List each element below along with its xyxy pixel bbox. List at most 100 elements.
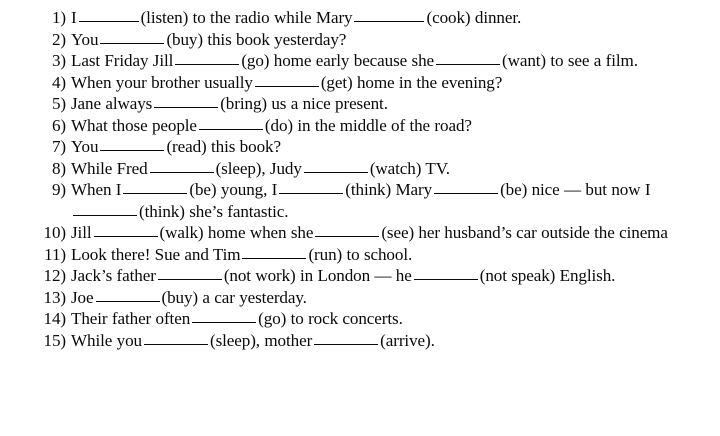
sentence-text: (buy) a car yesterday. bbox=[161, 287, 307, 307]
sentence-text: (buy) this book yesterday? bbox=[166, 29, 347, 49]
answer-blank[interactable] bbox=[254, 72, 319, 88]
exercise-item: 12)Jack’s father (not work) in London — h… bbox=[0, 265, 694, 287]
answer-blank[interactable] bbox=[314, 330, 379, 346]
answer-blank[interactable] bbox=[192, 308, 257, 324]
answer-blank[interactable] bbox=[100, 29, 165, 45]
answer-blank[interactable] bbox=[434, 179, 499, 195]
sentence-text: Joe bbox=[71, 287, 94, 307]
answer-blank[interactable] bbox=[242, 244, 307, 260]
exercise-sentence: Their father often (go) to rock concerts. bbox=[71, 308, 694, 330]
exercise-item: 7)You(read) this book? bbox=[0, 136, 694, 158]
answer-blank[interactable] bbox=[175, 50, 240, 66]
answer-blank[interactable] bbox=[78, 7, 139, 23]
exercise-item: 8)While Fred (sleep), Judy (watch) TV. bbox=[0, 158, 694, 180]
sentence-text: (sleep), mother bbox=[209, 330, 313, 350]
exercise-item: 2)You (buy) this book yesterday? bbox=[0, 29, 694, 51]
exercise-number: 9) bbox=[51, 180, 66, 199]
answer-blank[interactable] bbox=[198, 115, 263, 131]
sentence-text: (be) nice — but now I bbox=[500, 180, 651, 199]
exercise-sentence: You (read) this book? bbox=[71, 136, 694, 158]
sentence-text: I bbox=[71, 8, 77, 27]
exercise-number: 8) bbox=[51, 158, 66, 178]
sentence-text: (bring) us a nice present. bbox=[220, 94, 388, 113]
exercise-item: 5) Jane always (bring) us a nice present. bbox=[0, 93, 694, 115]
exercise-number: 10) bbox=[43, 223, 67, 242]
exercise-number: 5) bbox=[51, 94, 66, 113]
sentence-text: Last Friday Jill bbox=[71, 51, 174, 70]
exercise-sentence: What those people (do) in the middle of t… bbox=[71, 115, 694, 137]
exercise-number: 6) bbox=[51, 115, 66, 135]
sentence-text: (watch) TV. bbox=[369, 158, 450, 178]
exercise-sentence: Last Friday Jill (go) home early because … bbox=[71, 50, 694, 72]
sentence-text: You bbox=[71, 29, 99, 49]
answer-blank[interactable] bbox=[100, 136, 165, 152]
answer-blank[interactable] bbox=[123, 179, 188, 195]
exercise-number: 4) bbox=[51, 72, 66, 92]
exercise-number: 3) bbox=[51, 51, 66, 70]
answer-blank[interactable] bbox=[413, 265, 478, 281]
exercise-sentence: Jill(walk) home when she(see) her husban… bbox=[71, 222, 694, 244]
sentence-text: Jane always bbox=[71, 94, 153, 113]
answer-blank[interactable] bbox=[95, 287, 160, 303]
sentence-text: (be) young, I bbox=[189, 180, 278, 199]
exercise-number: 2) bbox=[51, 29, 66, 49]
answer-blank[interactable] bbox=[315, 222, 380, 238]
sentence-text: (listen) to the radio while Mary bbox=[140, 8, 353, 27]
exercise-sentence: Jack’s father (not work) in London — he (n… bbox=[71, 265, 694, 287]
sentence-text: (not work) in London — he bbox=[223, 266, 412, 285]
sentence-text: (get) home in the evening? bbox=[320, 72, 503, 92]
exercise-item: 4)When your brother usually (get) home in… bbox=[0, 72, 694, 94]
sentence-text: While Fred bbox=[71, 158, 148, 178]
answer-blank[interactable] bbox=[436, 50, 501, 66]
answer-blank[interactable] bbox=[154, 93, 219, 109]
exercise-number: 14) bbox=[43, 309, 67, 328]
sentence-text: What those people bbox=[71, 115, 197, 135]
exercise-list: 1)I(listen) to the radio while Mary(cook… bbox=[0, 7, 694, 352]
sentence-text: (want) to see a film. bbox=[502, 51, 638, 70]
answer-blank[interactable] bbox=[354, 7, 425, 23]
sentence-text: Look there! Sue and Tim bbox=[71, 244, 241, 264]
exercise-sentence: I(listen) to the radio while Mary(cook) … bbox=[71, 7, 694, 29]
exercise-item: 13)Joe (buy) a car yesterday. bbox=[0, 287, 694, 309]
exercise-sentence: Jane always (bring) us a nice present. bbox=[71, 93, 694, 115]
sentence-text: Their father often bbox=[71, 309, 191, 328]
exercise-item: 3) Last Friday Jill (go) home early becaus… bbox=[0, 50, 694, 72]
exercise-item: 9) When I (be) young, I (think) Mary (be) ni… bbox=[0, 179, 694, 222]
sentence-text: (not speak) English. bbox=[479, 266, 616, 285]
exercise-sentence: While Fred (sleep), Judy (watch) TV. bbox=[71, 158, 694, 180]
exercise-number: 13) bbox=[43, 287, 67, 307]
exercise-sentence: Joe (buy) a car yesterday. bbox=[71, 287, 694, 309]
sentence-text: (go) home early because she bbox=[241, 51, 435, 70]
sentence-text: (sleep), Judy bbox=[215, 158, 302, 178]
exercise-item: 14)Their father often (go) to rock concer… bbox=[0, 308, 694, 330]
exercise-number: 15) bbox=[43, 330, 67, 350]
answer-blank[interactable] bbox=[149, 158, 214, 174]
answer-blank[interactable] bbox=[143, 330, 208, 346]
exercise-sentence: When your brother usually (get) home in t… bbox=[71, 72, 694, 94]
sentence-text: (go) to rock concerts. bbox=[258, 309, 403, 328]
answer-blank[interactable] bbox=[303, 158, 368, 174]
answer-blank[interactable] bbox=[93, 222, 158, 238]
answer-blank[interactable] bbox=[157, 265, 222, 281]
answer-blank[interactable] bbox=[279, 179, 344, 195]
exercise-item: 15)While you(sleep), mother(arrive). bbox=[0, 330, 694, 352]
exercise-sentence: When I (be) young, I (think) Mary (be) nice… bbox=[71, 179, 694, 222]
exercise-item: 1)I(listen) to the radio while Mary(cook… bbox=[0, 7, 694, 29]
sentence-text: You bbox=[71, 137, 99, 156]
sentence-text: (see) her husband’s car outside the cine… bbox=[381, 223, 668, 242]
sentence-text: When your brother usually bbox=[71, 72, 253, 92]
sentence-text: When I bbox=[71, 180, 122, 199]
exercise-item: 6)What those people (do) in the middle of… bbox=[0, 115, 694, 137]
exercise-sentence: You (buy) this book yesterday? bbox=[71, 29, 694, 51]
exercise-number: 11) bbox=[44, 244, 66, 264]
exercise-sentence: While you(sleep), mother(arrive). bbox=[71, 330, 694, 352]
sentence-text: (arrive). bbox=[380, 330, 435, 350]
sentence-text: (read) this book? bbox=[166, 137, 281, 156]
sentence-text: (think) Mary bbox=[345, 180, 433, 199]
sentence-text: (do) in the middle of the road? bbox=[264, 115, 472, 135]
exercise-number: 12) bbox=[43, 266, 67, 285]
sentence-text: (think) she’s fantastic. bbox=[139, 201, 289, 221]
sentence-text: Jack’s father bbox=[71, 266, 156, 285]
answer-blank[interactable] bbox=[73, 201, 137, 217]
